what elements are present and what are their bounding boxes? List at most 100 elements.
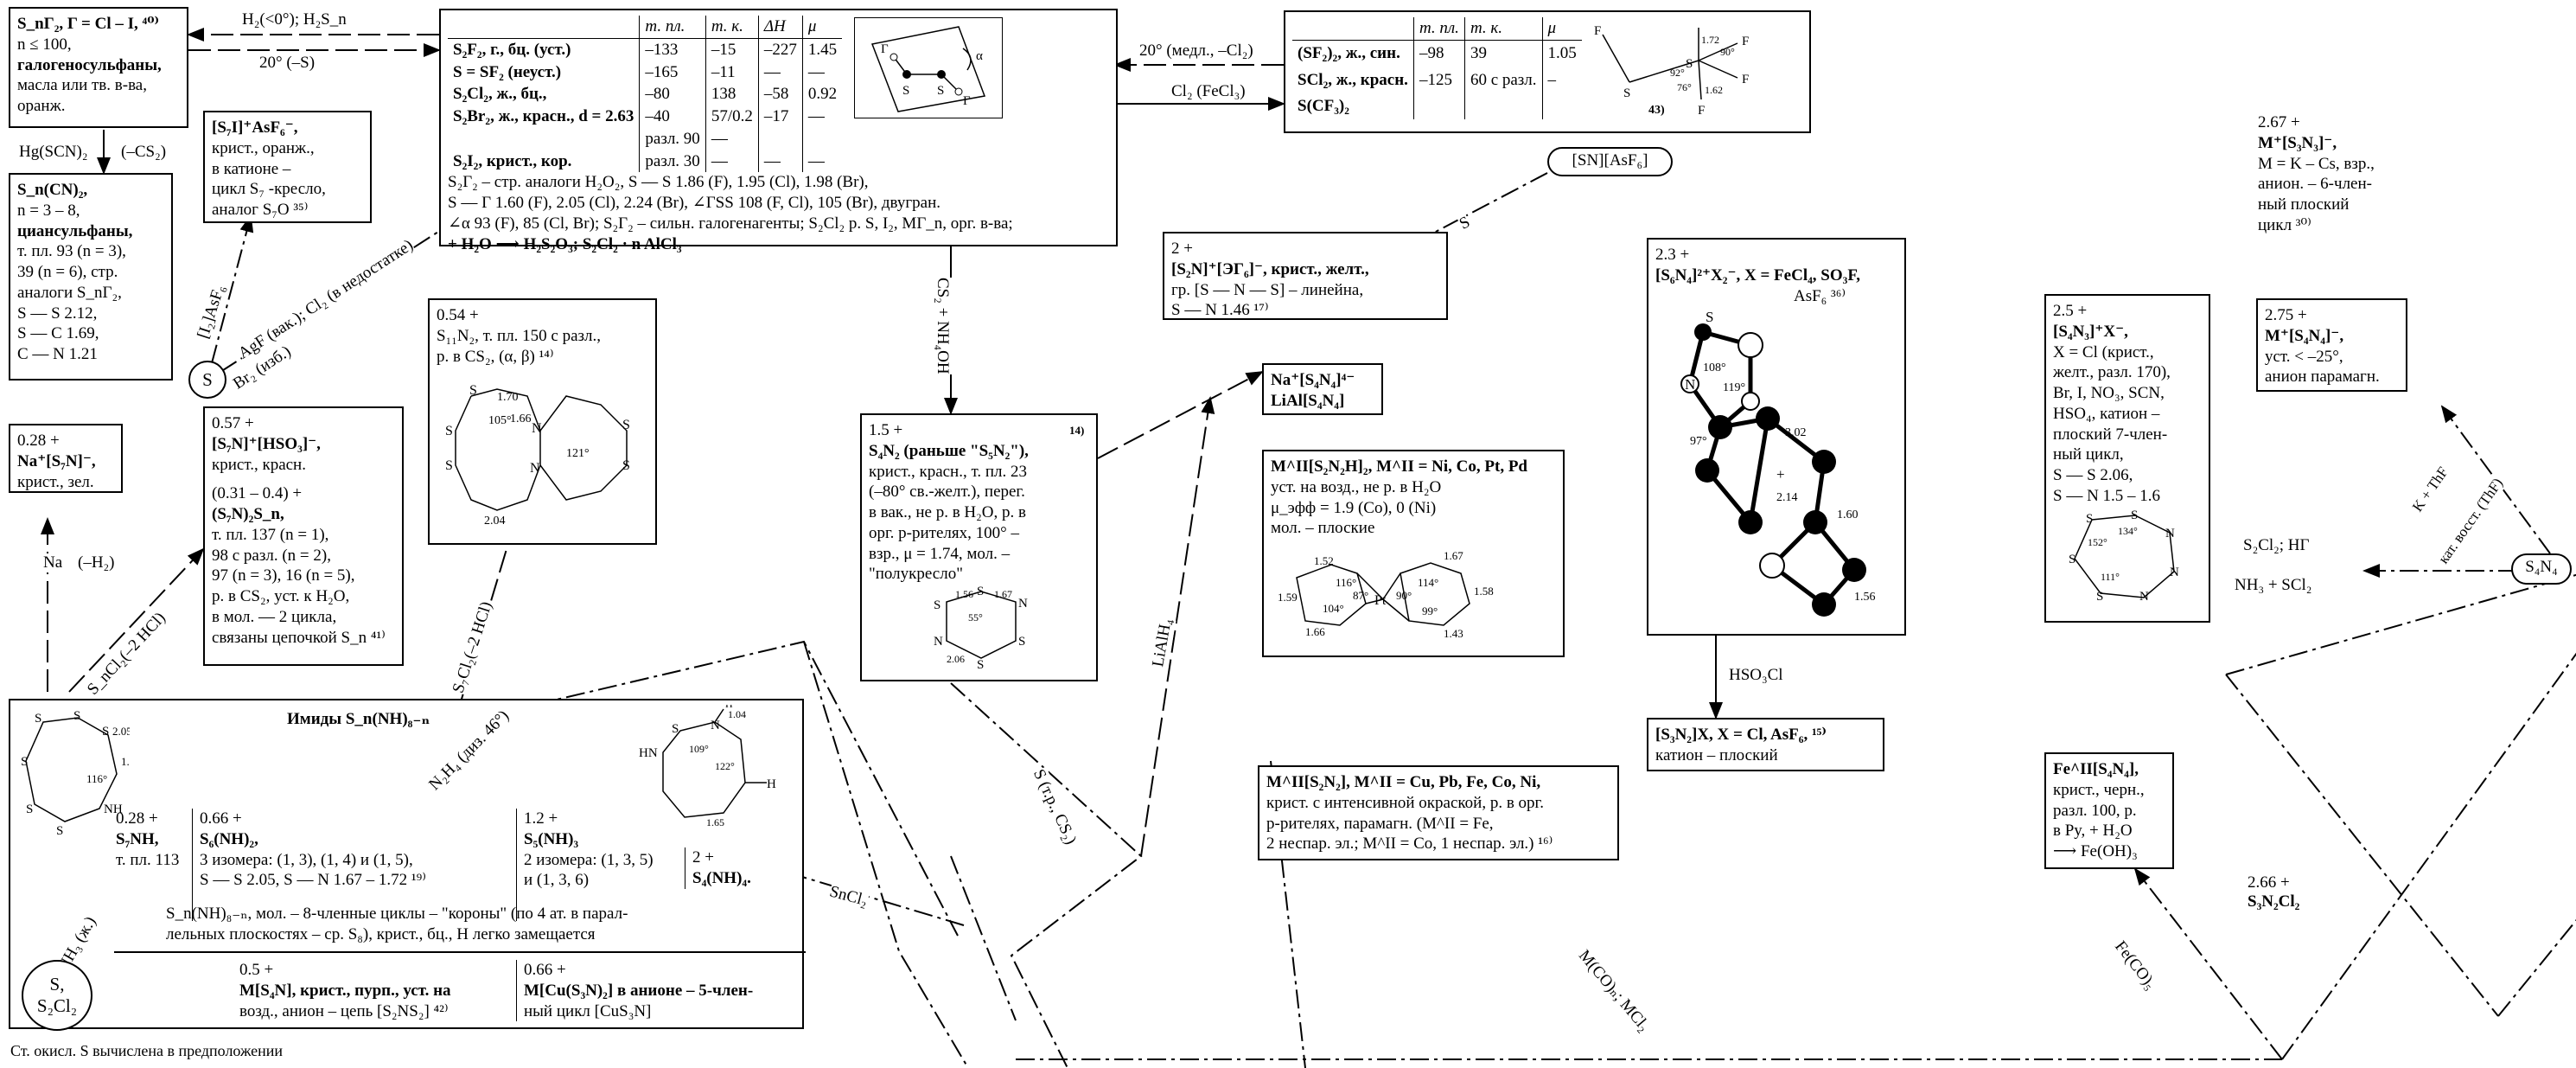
ms4n4-line-1: M⁺[S₄N₄]⁻, [2265, 326, 2399, 347]
edge-label-cs2nh4oh: CS₂ + NH₄OH [933, 278, 952, 374]
svg-text:N: N [530, 461, 540, 476]
sf2-row: SCl₂, ж., красн.–12560 с разл.– [1292, 67, 1582, 93]
s4n4-node[interactable]: S₄N₄ [2511, 553, 2572, 585]
mn2h2-lbl-104: 104° [1323, 602, 1344, 615]
s4n3-line-2: X = Cl (крист., [2053, 342, 2202, 363]
s7n-line-9: р. в CS₂, уст. к H₂O, [212, 586, 395, 607]
mn2h2-line-1: уст. на возд., не р. в H₂O [1271, 477, 1556, 498]
cyan-line-7: S — C 1.69, [17, 323, 164, 344]
s4nh4-lbl-h2: H [725, 705, 733, 710]
s4n4-node-label: S₄N₄ [2525, 558, 2558, 576]
s4n3-lbl-152: 152° [2088, 536, 2107, 548]
s4nh4-lbl-n: N [711, 719, 720, 732]
mn2h2-lbl-pt: Pt [1374, 593, 1387, 608]
s4nh4-lbl-109: 109° [689, 743, 709, 755]
sf2-cell [1464, 93, 1542, 119]
edge-label-mh2: (–H₂) [78, 553, 115, 572]
central-line-3: + H₂O ⟶ H₂S₂O₃; S₂Cl₂ · n AlCl₃ [448, 234, 1109, 255]
s6nh2-line-1: S₆(NH)₂, [200, 829, 426, 850]
mol-label-s1: S [902, 84, 909, 98]
mn2h2-lbl-167: 1.67 [1444, 549, 1463, 562]
s4n2-line-7: "полукресло" [869, 564, 1089, 585]
fes4n4-line-4: ⟶ Fe(OH)₃ [2053, 841, 2165, 862]
mcu-line-2: ный цикл [CuS₃N] [524, 1001, 753, 1022]
svg-text:N: N [532, 421, 542, 436]
s3n3-line-5: цикл ³⁰⁾ [2258, 215, 2375, 236]
sn-asf6-label: [SN][AsF₆] [1572, 151, 1648, 169]
m-s2n2h2-box: M^II[S₂N₂H]₂, M^II = Ni, Co, Pt, Pd уст.… [1262, 450, 1565, 657]
s6nh2-line-0: 0.66 + [200, 809, 426, 829]
edge-label-20s: 20° (–S) [259, 54, 315, 73]
central-row: S₂Br₂, ж., красн., d = 2.63–4057/0.2–17— [448, 106, 842, 128]
ms2n2-line-0: M^II[S₂N₂], M^II = Cu, Pb, Fe, Co, Ni, [1266, 772, 1610, 793]
svg-text:105°: 105° [488, 414, 512, 427]
sf2-cell: S(CF₃)₂ [1292, 93, 1413, 119]
s4n3-structure: S S S S N N N 134° 152° 111° [2053, 507, 2204, 606]
s11n2-line-2: р. в CS₂, (α, β) ¹⁴⁾ [437, 347, 648, 368]
central-row: S₂I₂, крист., кор.разл. 30——— [448, 150, 842, 173]
s7nh-line-1: S₇NH, [116, 829, 179, 850]
s4n3-line-7: ный цикл, [2053, 444, 2202, 465]
s7i-line-4: аналог S₇O ³⁵⁾ [212, 200, 363, 221]
mol-label-s2: S [937, 84, 944, 98]
sf2-lbl-ang2: 76° [1677, 81, 1692, 93]
s2x2-properties-table: т. пл. т. к. ΔH μ S₂F₂, г., бц. (уст.)–1… [448, 16, 842, 172]
s6n4-structure: S N 108° 119° 97° 3.02 2.14 1.60 1.56 + [1655, 306, 1897, 626]
imides-desc-0: S_n(NH)₈₋ₙ, мол. – 8-членные циклы – "ко… [166, 904, 628, 924]
m-s2n2h2-structure: Pt 1.52 1.67 1.59 1.58 1.66 1.43 116° 11… [1271, 539, 1552, 643]
sn-asf6-node[interactable]: [SN][AsF₆] [1547, 147, 1673, 176]
s4n2-line-3: (–80° св.-желт.), перег. [869, 482, 1089, 502]
central-cell: S₂Cl₂, ж., бц., [448, 83, 640, 106]
s3n3-line-2: M = K – Cs, взр., [2258, 154, 2375, 175]
sf2-row: S(CF₃)₂ [1292, 93, 1582, 119]
mn2h2-lbl-159: 1.59 [1278, 591, 1298, 604]
svg-text:S: S [35, 712, 41, 726]
sf2-lbl-f1: F [1594, 24, 1601, 38]
s2n-line-3: S — N 1.46 ¹⁷⁾ [1171, 300, 1439, 321]
mol-label-g2: Γ [963, 94, 971, 108]
s7n-line-10: в мол. — 2 цикла, [212, 607, 395, 628]
s7nh-line-2: т. пл. 113 [116, 850, 179, 871]
ms4n-line-0: 0.5 + [239, 960, 451, 981]
mn2h2-lbl-87: 87° [1353, 589, 1368, 602]
central-row: разл. 90— [448, 128, 842, 150]
s4nh4-lbl-165: 1.65 [706, 816, 724, 828]
s7n-line-0: 0.57 + [212, 413, 395, 434]
s7nh-lbl-205: 2.05 [112, 725, 130, 738]
central-cell: — [802, 61, 842, 84]
s6n4-lbl-156: 1.56 [1854, 591, 1876, 604]
central-cell: S₂Br₂, ж., красн., d = 2.63 [448, 106, 640, 128]
cyan-line-2: циансульфаны, [17, 221, 164, 242]
ms2n2-line-3: 2 неспар. эл.; M^II = Co, 1 неспар. эл.)… [1266, 834, 1610, 854]
mcu-line-1: M[Cu(S₃N)₂] в анионе – 5-член- [524, 981, 753, 1001]
svg-text:1.70: 1.70 [497, 391, 519, 404]
sf2-cell [1413, 93, 1464, 119]
s2n-box: 2 + [S₂N]⁺[ЭΓ₆]⁻, крист., желт., гр. [S … [1163, 232, 1448, 320]
sf2-cell: 39 [1464, 40, 1542, 67]
central-cell: — [802, 106, 842, 128]
s4n2-lbl-s2: S [977, 585, 984, 598]
na-line-0: 0.28 + [17, 431, 114, 451]
s4nh4-lbl-122: 122° [715, 760, 735, 772]
sf2-properties-table: т. пл. т. к. μ (SF₂)₂, ж., син.–98391.05… [1292, 17, 1582, 119]
s4n2-lbl-55: 55° [968, 611, 983, 624]
s7i-line-3: цикл S₇ -кресло, [212, 179, 363, 200]
s11n2-structure: SSS NNSS 1.701.66 105°121° 2.04 [437, 370, 648, 526]
s4n2-box: 1.5 + S₄N₂ (раньше "S₅N₂"), крист., крас… [860, 413, 1098, 681]
edge-label-na: Na [43, 553, 62, 572]
sulfur-s2cl2-node[interactable]: S, S₂Cl₂ [22, 960, 92, 1031]
svg-text:121°: 121° [566, 447, 590, 460]
central-line-2: ∠α 93 (F), 85 (Cl, Br); S₂Γ₂ – сильн. га… [448, 214, 1109, 234]
sf2-lbl-s2: S [1686, 57, 1693, 71]
sf2-cell: (SF₂)₂, ж., син. [1292, 40, 1413, 67]
halides-line-3: масла или тв. в-ва, [17, 75, 180, 96]
central-cell: — [705, 128, 758, 150]
central-cell: S₂F₂, г., бц. (уст.) [448, 38, 640, 61]
svg-text:S: S [73, 709, 80, 723]
central-cell: 1.45 [802, 38, 842, 61]
sf2-lbl-d1: 1.72 [1701, 34, 1719, 46]
sulfur-node[interactable]: S [188, 361, 226, 399]
central-cell: 0.92 [802, 83, 842, 106]
mn2h2-line-0: M^II[S₂N₂H]₂, M^II = Ni, Co, Pt, Pd [1271, 457, 1556, 477]
